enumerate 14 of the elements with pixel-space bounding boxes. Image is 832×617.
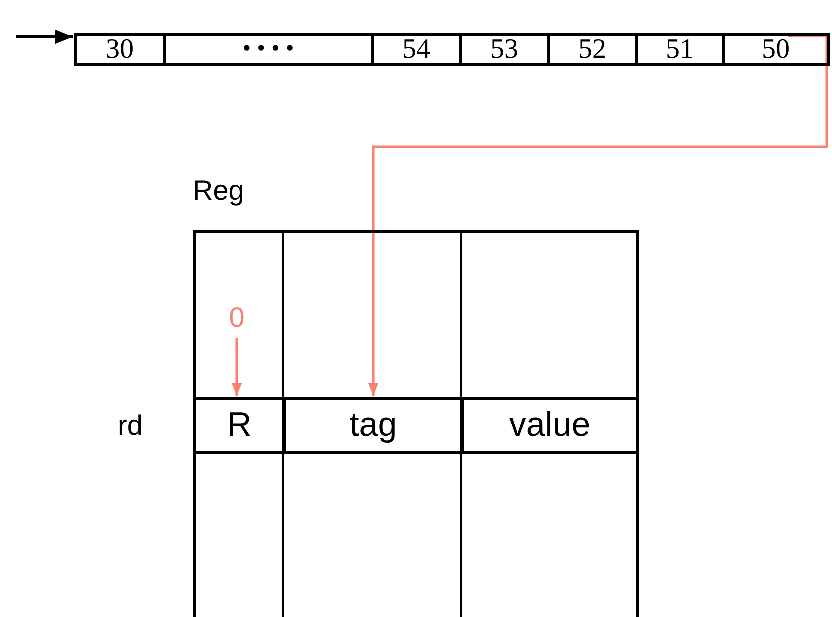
value-label: 0 <box>222 300 252 336</box>
queue-cell: 53 <box>459 33 550 66</box>
queue-cell: 54 <box>371 33 462 66</box>
queue-cell: 30 <box>74 33 166 66</box>
queue-cell: • • • • <box>163 33 374 66</box>
queue-cell: 50 <box>722 33 830 66</box>
queue-cell: 52 <box>547 33 638 66</box>
arrow <box>16 30 73 44</box>
table-heading: Reg <box>193 175 244 207</box>
arrow <box>368 34 828 396</box>
arrow <box>232 338 242 396</box>
row-label: rd <box>118 410 143 442</box>
table-cell: value <box>461 397 639 454</box>
queue-cell: 51 <box>635 33 725 66</box>
